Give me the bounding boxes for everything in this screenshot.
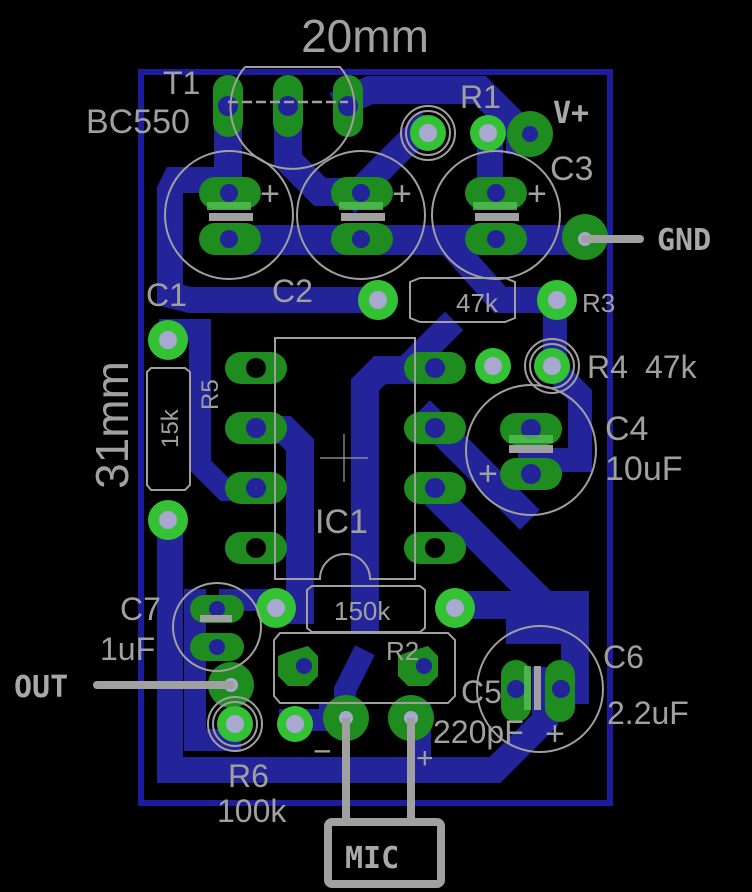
silkscreen [93, 66, 644, 888]
r4-value: 47k [645, 349, 698, 385]
c3-ref: C3 [550, 150, 593, 188]
r2-outline [306, 585, 426, 633]
polarity-marks: + + + + + [260, 175, 565, 753]
r6-value: 100k [217, 793, 287, 829]
r5-outline [146, 367, 191, 491]
out-label: OUT [14, 670, 68, 705]
c7-outline [172, 582, 262, 672]
r5-ref: R5 [197, 379, 224, 410]
c1-plus: + [260, 175, 280, 213]
c4-value: 10uF [605, 450, 683, 488]
cap-polarity-bars [200, 202, 553, 710]
height-dimension-label: 31mm [86, 361, 138, 489]
board-outline [138, 69, 613, 806]
t1-ref: T1 [163, 65, 200, 101]
r4-ref: R4 [587, 349, 628, 385]
r3-value: 47k [456, 288, 499, 318]
ic1-outline [274, 337, 416, 580]
r2-ref: R2 [386, 636, 419, 666]
component-labels: T1 BC550 R1 C3 C1 C2 47k R3 R4 47k C4 10… [86, 65, 698, 829]
c2-outline [296, 150, 426, 280]
c4-ref: C4 [605, 410, 648, 448]
c6-outline [476, 625, 604, 753]
r3-ref: R3 [582, 288, 615, 318]
drills [159, 96, 592, 733]
c1-ref: C1 [146, 277, 187, 313]
t1-outline [229, 66, 356, 170]
c6-ref: C6 [603, 639, 644, 675]
c2-ref: C2 [272, 273, 313, 309]
c5-value: 220pF [433, 714, 524, 750]
c3-plus: + [527, 175, 547, 213]
c7-value: 1uF [100, 631, 155, 667]
connector-labels: V+ GND OUT MIC − + [14, 96, 711, 876]
r1-ref: R1 [460, 79, 501, 115]
c7-ref: C7 [120, 591, 161, 627]
gnd-label: GND [657, 223, 711, 258]
r2-value: 150k [334, 596, 391, 626]
t1-value: BC550 [86, 103, 190, 141]
c4-plus: + [478, 455, 498, 493]
c5-ref: C5 [461, 674, 502, 710]
width-dimension-label: 20mm [301, 10, 429, 62]
mic-outline [324, 818, 445, 888]
c6-value: 2.2uF [607, 695, 689, 731]
vplus-label: V+ [553, 96, 589, 131]
mic-label: MIC [345, 841, 399, 876]
mic-plus-label: + [416, 742, 434, 775]
r5-value: 15k [157, 408, 184, 448]
c4-outline [465, 384, 597, 516]
c1-outline [164, 150, 294, 280]
c6-plus: + [545, 715, 565, 753]
mic-minus-label: − [313, 733, 332, 769]
r6-ref: R6 [228, 758, 269, 794]
c2-plus: + [392, 175, 412, 213]
c5-outline [273, 632, 456, 704]
ic1-ref: IC1 [315, 503, 368, 541]
r3-outline [409, 277, 516, 323]
